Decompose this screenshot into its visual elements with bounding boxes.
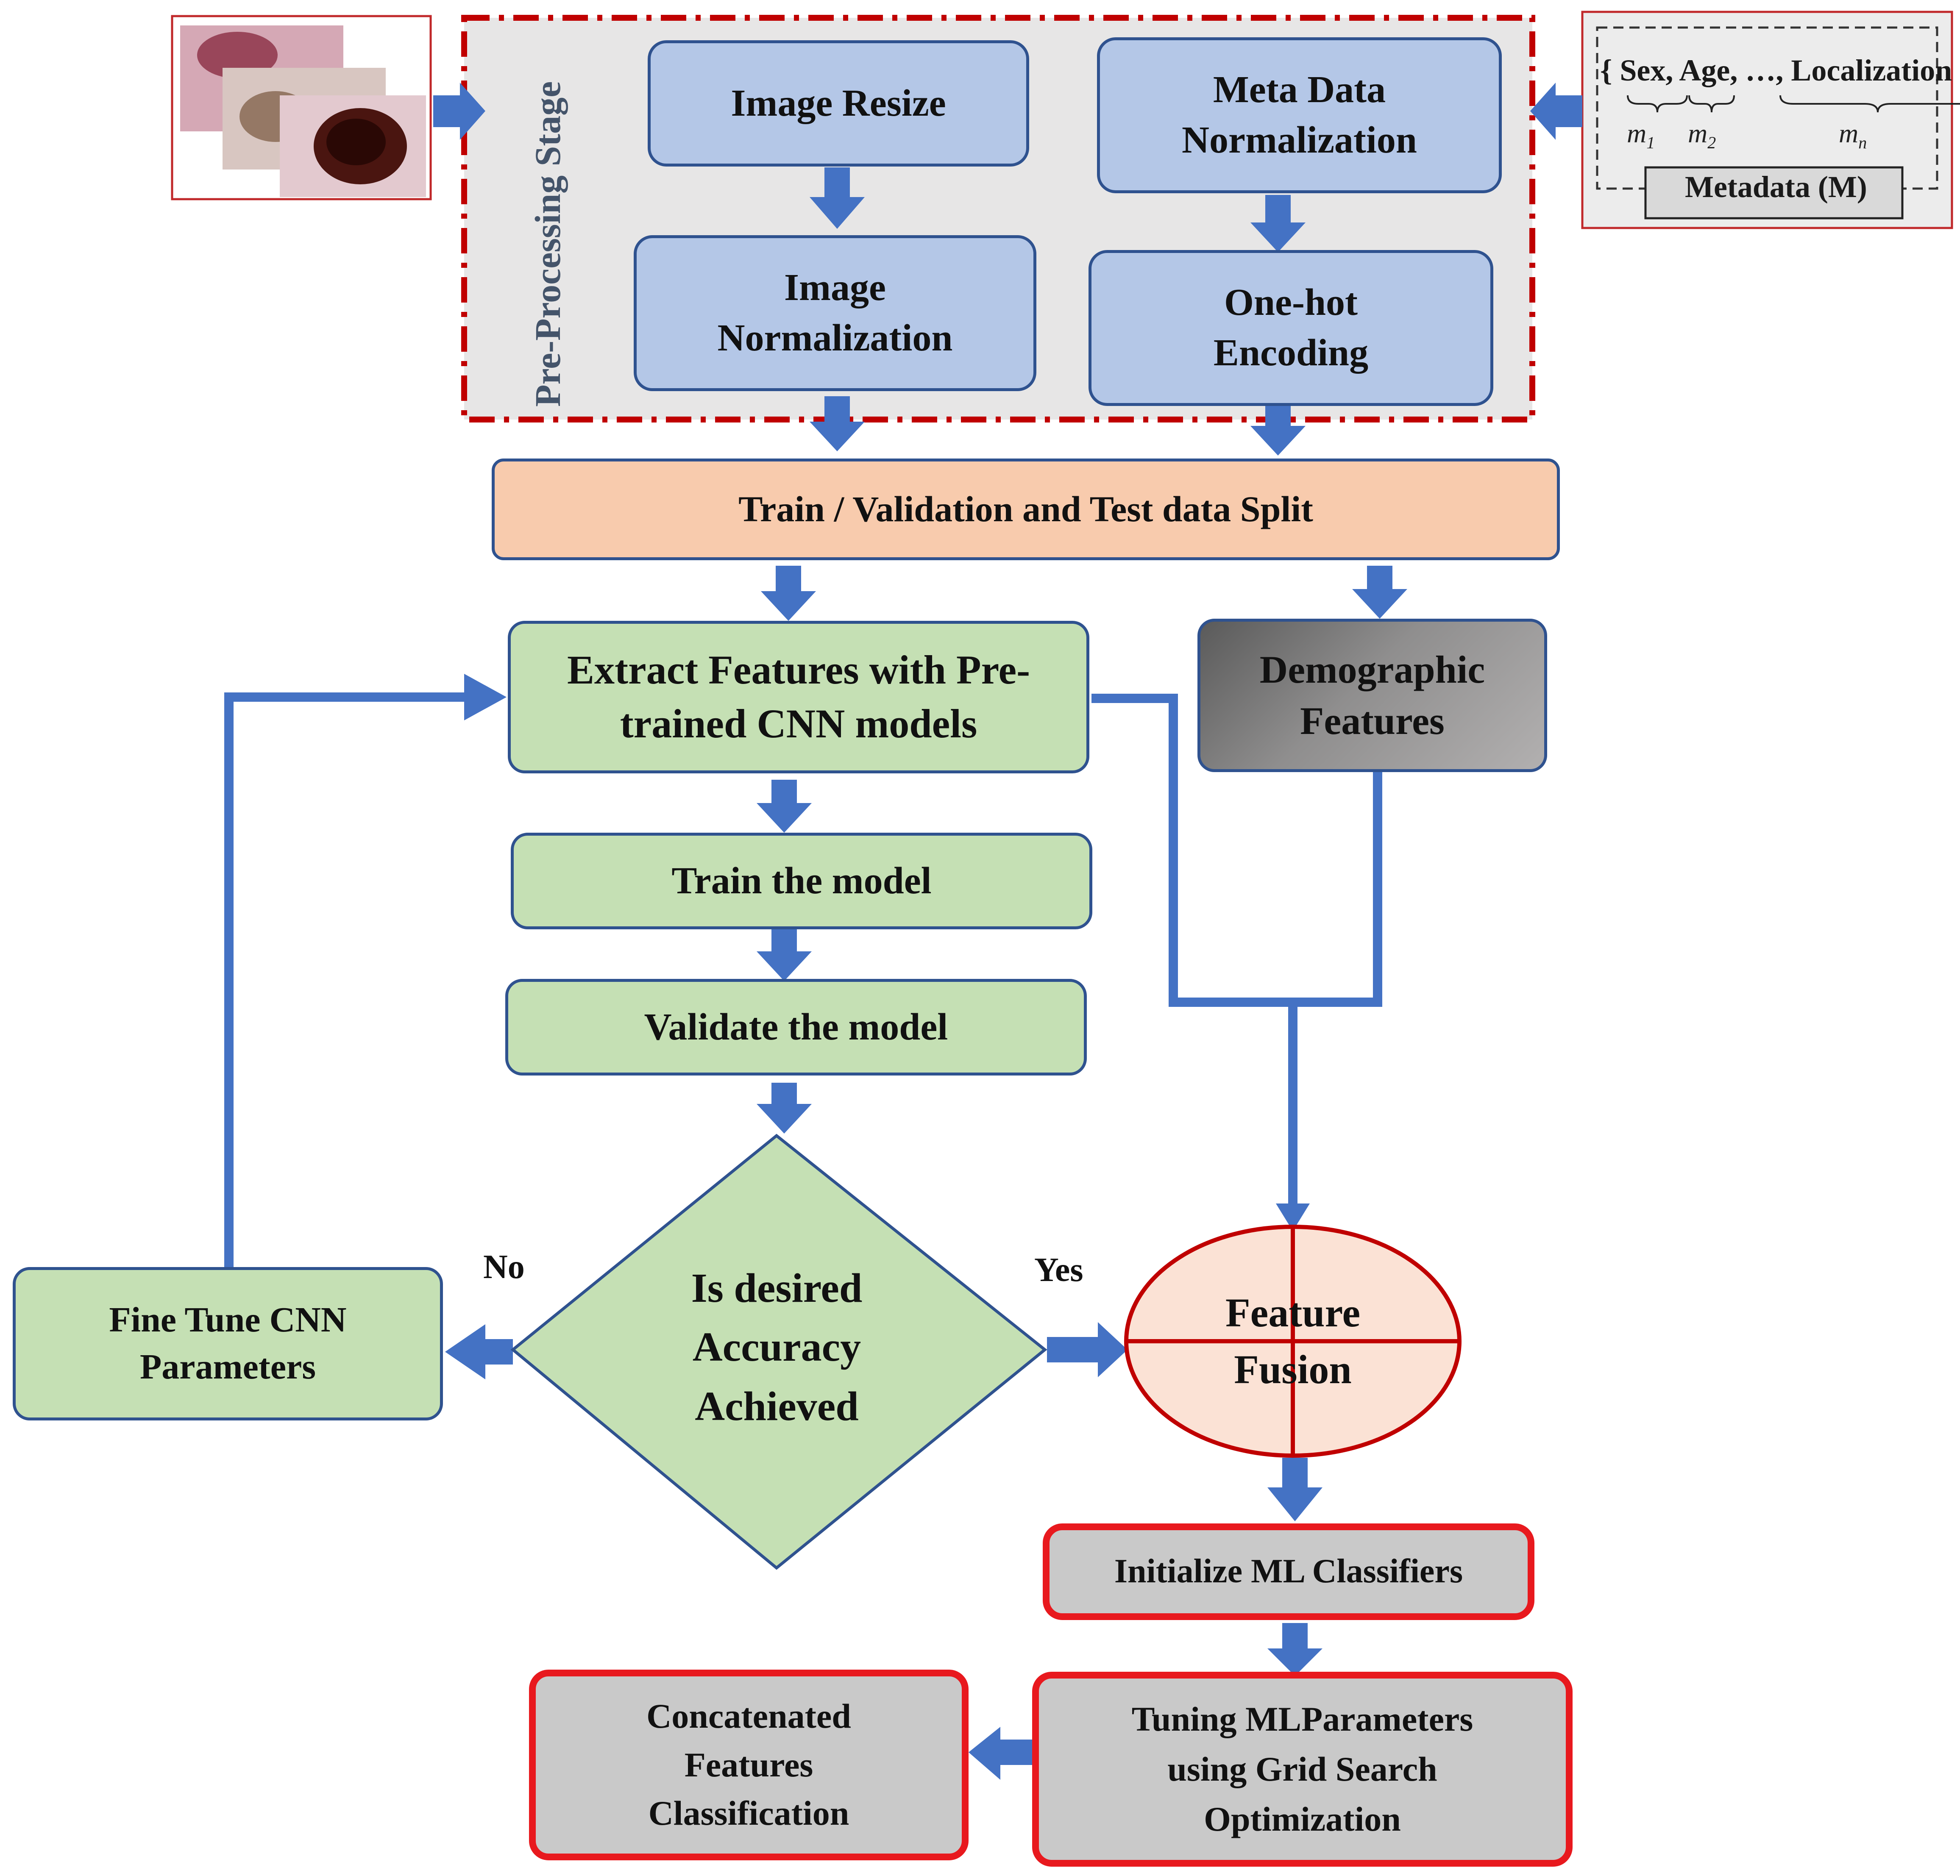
decision-text: Is desired Accuracy Achieved [602,1242,952,1454]
arrow-onehot-to-split [1250,403,1306,456]
arrow-tuning-to-concat [969,1727,1032,1780]
data-split-label: Train / Validation and Test data Split [738,489,1313,530]
arrow-resize-to-normalization [810,167,865,229]
one-hot-encoding-box: One-hot Encoding [1089,250,1493,406]
fine-tune-box: Fine Tune CNN Parameters [13,1267,443,1420]
one-hot-line-1: One-hot [1224,281,1358,324]
tuning-line-2: using Grid Search [1167,1749,1437,1788]
arrow-fusion-to-init [1267,1458,1322,1521]
connector-lines [224,692,1382,1267]
flow-arrows [433,83,1582,1780]
feature-fusion-text: Feature Fusion [1153,1278,1433,1405]
concat-line-3: Classification [648,1794,849,1833]
image-resize-box: Image Resize [648,40,1029,167]
tuning-ml-parameters-box: Tuning MLParameters using Grid Search Op… [1032,1672,1573,1867]
train-model-box: Train the model [511,833,1092,929]
line-extract-to-fusion [1091,694,1297,1208]
extract-features-box: Extract Features with Pre- trained CNN m… [508,621,1089,773]
decision-line-1: Is desired [691,1265,863,1312]
demographic-features-box: Demographic Features [1197,619,1547,772]
image-resize-label: Image Resize [731,82,946,124]
arrow-meta-to-onehot [1250,195,1306,252]
decision-line-3: Achieved [695,1383,859,1429]
extract-features-line-1: Extract Features with Pre- [567,647,1030,693]
arrow-extract-to-train [757,780,812,833]
arrow-split-to-demographic [1352,566,1407,619]
feature-fusion-line-2: Fusion [1234,1347,1352,1392]
metadata-m1: m1 [1627,118,1655,152]
concat-line-1: Concatenated [646,1696,851,1735]
meta-normalization-line-1: Meta Data [1213,69,1386,111]
decision-line-2: Accuracy [692,1324,861,1370]
initialize-ml-label: Initialize ML Classifiers [1114,1553,1463,1590]
fine-tune-line-2: Parameters [139,1347,316,1387]
meta-normalization-box: Meta Data Normalization [1097,37,1502,193]
arrow-metadata-to-stage [1530,83,1582,140]
metadata-fields: { Sex, Age, …, Localization } [1600,53,1960,87]
feature-fusion-line-1: Feature [1225,1290,1361,1335]
demographic-line-1: Demographic [1259,648,1485,691]
line-demographic-to-fusion [1289,771,1382,1007]
preprocessing-stage-label: Pre-Processing Stage [527,81,568,407]
one-hot-line-2: Encoding [1213,332,1369,374]
arrow-split-to-extract [761,566,816,621]
meta-normalization-line-2: Normalization [1182,119,1417,161]
arrow-decision-to-fusion [1047,1322,1128,1377]
feature-fusion-ellipse [1124,1225,1462,1458]
initialize-ml-classifiers-box: Initialize ML Classifiers [1043,1523,1534,1620]
loop-finetune-to-extract [224,692,466,1267]
validate-model-label: Validate the model [644,1006,948,1048]
train-model-label: Train the model [671,859,932,902]
metadata-mn: mn [1839,118,1867,152]
arrow-validate-to-decision [757,1083,812,1134]
metadata-panel [1581,11,1960,229]
image-normalization-line-2: Normalization [717,317,953,359]
tuning-line-3: Optimization [1204,1800,1401,1839]
arrow-normalization-to-split [810,396,865,451]
tuning-line-1: Tuning MLParameters [1131,1699,1473,1738]
decision-no-label: No [483,1248,525,1286]
metadata-title: Metadata (M) [1685,170,1867,204]
arrow-into-fusion [1276,1203,1310,1231]
lesion-images-thumbnail [171,15,432,200]
arrow-init-to-tuning [1267,1623,1322,1676]
arrow-decision-to-finetune [445,1324,513,1379]
decision-diamond [510,1134,1047,1570]
demographic-line-2: Features [1300,699,1445,742]
concatenated-classification-box: Concatenated Features Classification [529,1670,969,1860]
arrow-train-to-validate [757,928,812,981]
fine-tune-line-1: Fine Tune CNN [109,1300,347,1340]
arrow-images-to-stage [433,83,485,140]
image-normalization-line-1: Image [784,267,886,309]
arrow-loop-head [464,674,507,720]
decision-yes-label: Yes [1034,1251,1083,1289]
validate-model-box: Validate the model [505,979,1087,1076]
extract-features-line-2: trained CNN models [620,701,977,746]
data-split-box: Train / Validation and Test data Split [492,459,1560,560]
image-normalization-box: Image Normalization [634,235,1036,391]
metadata-m2: m2 [1688,118,1716,152]
concat-line-2: Features [684,1745,813,1784]
